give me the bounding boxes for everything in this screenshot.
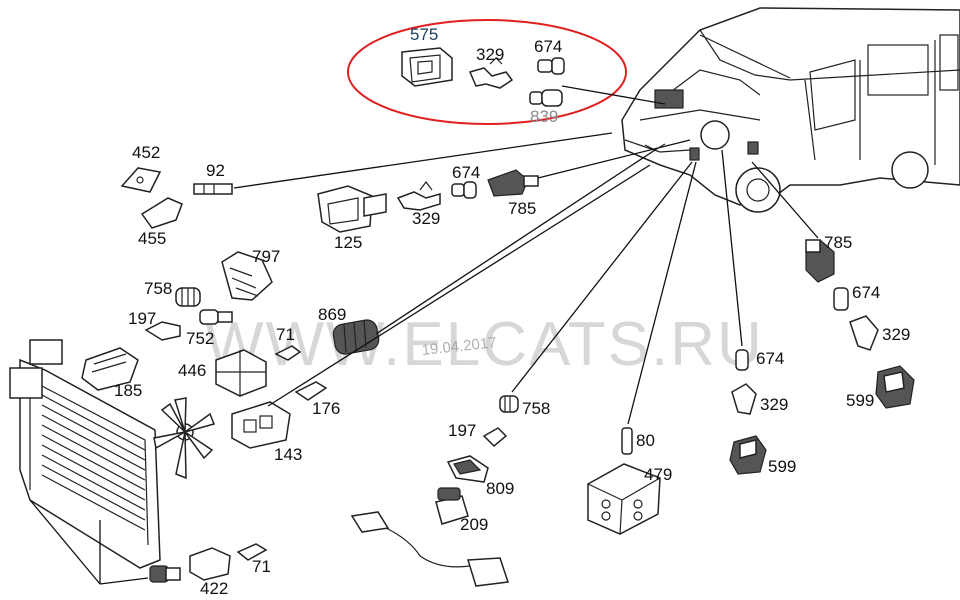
label-125: 125 xyxy=(334,233,362,252)
part-599-sensor-r1 xyxy=(729,435,767,475)
part-674-seal-r1 xyxy=(735,349,749,371)
watermark-text: WWW.ELCATS.RU xyxy=(205,310,764,379)
van-illustration xyxy=(621,7,960,213)
label-599-r1: 599 xyxy=(768,457,796,476)
part-674-seal-top xyxy=(537,57,565,75)
part-839-seal xyxy=(529,89,563,107)
part-71-terminal-mid xyxy=(274,345,302,361)
label-758-mid: 758 xyxy=(522,399,550,418)
label-329-top: 329 xyxy=(476,45,504,64)
label-185: 185 xyxy=(114,381,142,400)
label-797: 797 xyxy=(252,247,280,266)
part-785-boot-r2 xyxy=(805,239,835,283)
part-185-connector xyxy=(81,347,139,391)
label-479: 479 xyxy=(644,465,672,484)
label-329-mid: 329 xyxy=(412,209,440,228)
part-80-pin xyxy=(621,427,633,455)
part-329-terminal-r1 xyxy=(731,383,757,415)
part-674-seal-r2 xyxy=(833,287,849,311)
part-197-terminal-left xyxy=(144,321,181,341)
part-92-pin xyxy=(193,183,233,195)
part-758-seal-left xyxy=(175,287,201,307)
part-329-terminal-top xyxy=(468,57,514,89)
leader-lines xyxy=(29,85,819,585)
label-758-left: 758 xyxy=(144,279,172,298)
part-575-connector xyxy=(401,47,453,87)
part-785-boot-mid xyxy=(487,169,539,197)
label-869: 869 xyxy=(318,305,346,324)
part-422-relay xyxy=(189,547,231,581)
label-197-mid: 197 xyxy=(448,421,476,440)
label-329-r1: 329 xyxy=(760,395,788,414)
label-143: 143 xyxy=(274,445,302,464)
part-809-cover xyxy=(446,455,489,483)
part-labels: 575 329 674 839 452 92 455 674 785 329 1… xyxy=(114,25,910,598)
watermark: WWW.ELCATS.RU 19.04.2017 xyxy=(205,310,764,379)
part-176-terminal xyxy=(294,381,328,401)
part-758-seal-mid xyxy=(499,395,519,413)
label-209: 209 xyxy=(460,515,488,534)
part-329-terminal-r2 xyxy=(849,315,879,351)
label-446: 446 xyxy=(178,361,206,380)
part-452-bracket xyxy=(120,167,162,193)
part-446-relay xyxy=(215,349,267,397)
temp-switch xyxy=(149,565,181,583)
part-479-connector-block xyxy=(587,463,661,535)
part-197-terminal-mid xyxy=(482,427,508,448)
part-599-sensor-r2 xyxy=(875,365,915,409)
label-329-r2: 329 xyxy=(882,325,910,344)
label-599-r2: 599 xyxy=(846,391,874,410)
label-71-mid: 71 xyxy=(276,325,295,344)
label-674-r2: 674 xyxy=(852,283,880,302)
label-674-top: 674 xyxy=(534,37,562,56)
part-752-seal xyxy=(199,309,233,325)
label-80: 80 xyxy=(636,431,655,450)
label-452: 452 xyxy=(132,143,160,162)
wiring-harness xyxy=(350,511,510,587)
label-839: 839 xyxy=(530,107,558,126)
part-329-terminal-mid xyxy=(396,181,441,211)
part-797-boot xyxy=(221,251,273,301)
label-455: 455 xyxy=(138,229,166,248)
label-674-mid: 674 xyxy=(452,163,480,182)
label-752: 752 xyxy=(186,329,214,348)
part-125-connector xyxy=(317,185,387,233)
part-674-seal-mid xyxy=(451,181,477,199)
radiator-fan-assembly xyxy=(9,339,216,569)
label-176: 176 xyxy=(312,399,340,418)
label-71-bottom: 71 xyxy=(252,557,271,576)
label-422: 422 xyxy=(200,579,228,598)
label-575: 575 xyxy=(410,25,438,44)
part-455-bracket xyxy=(140,197,183,229)
part-143-connector xyxy=(231,401,291,449)
part-71-terminal-bottom xyxy=(236,543,268,561)
part-209-sensor xyxy=(435,487,469,525)
label-674-r1: 674 xyxy=(756,349,784,368)
label-92: 92 xyxy=(206,161,225,180)
highlight-ellipse xyxy=(347,19,627,125)
label-785-r2: 785 xyxy=(824,233,852,252)
label-809: 809 xyxy=(486,479,514,498)
label-197-left: 197 xyxy=(128,309,156,328)
label-785-mid: 785 xyxy=(508,199,536,218)
